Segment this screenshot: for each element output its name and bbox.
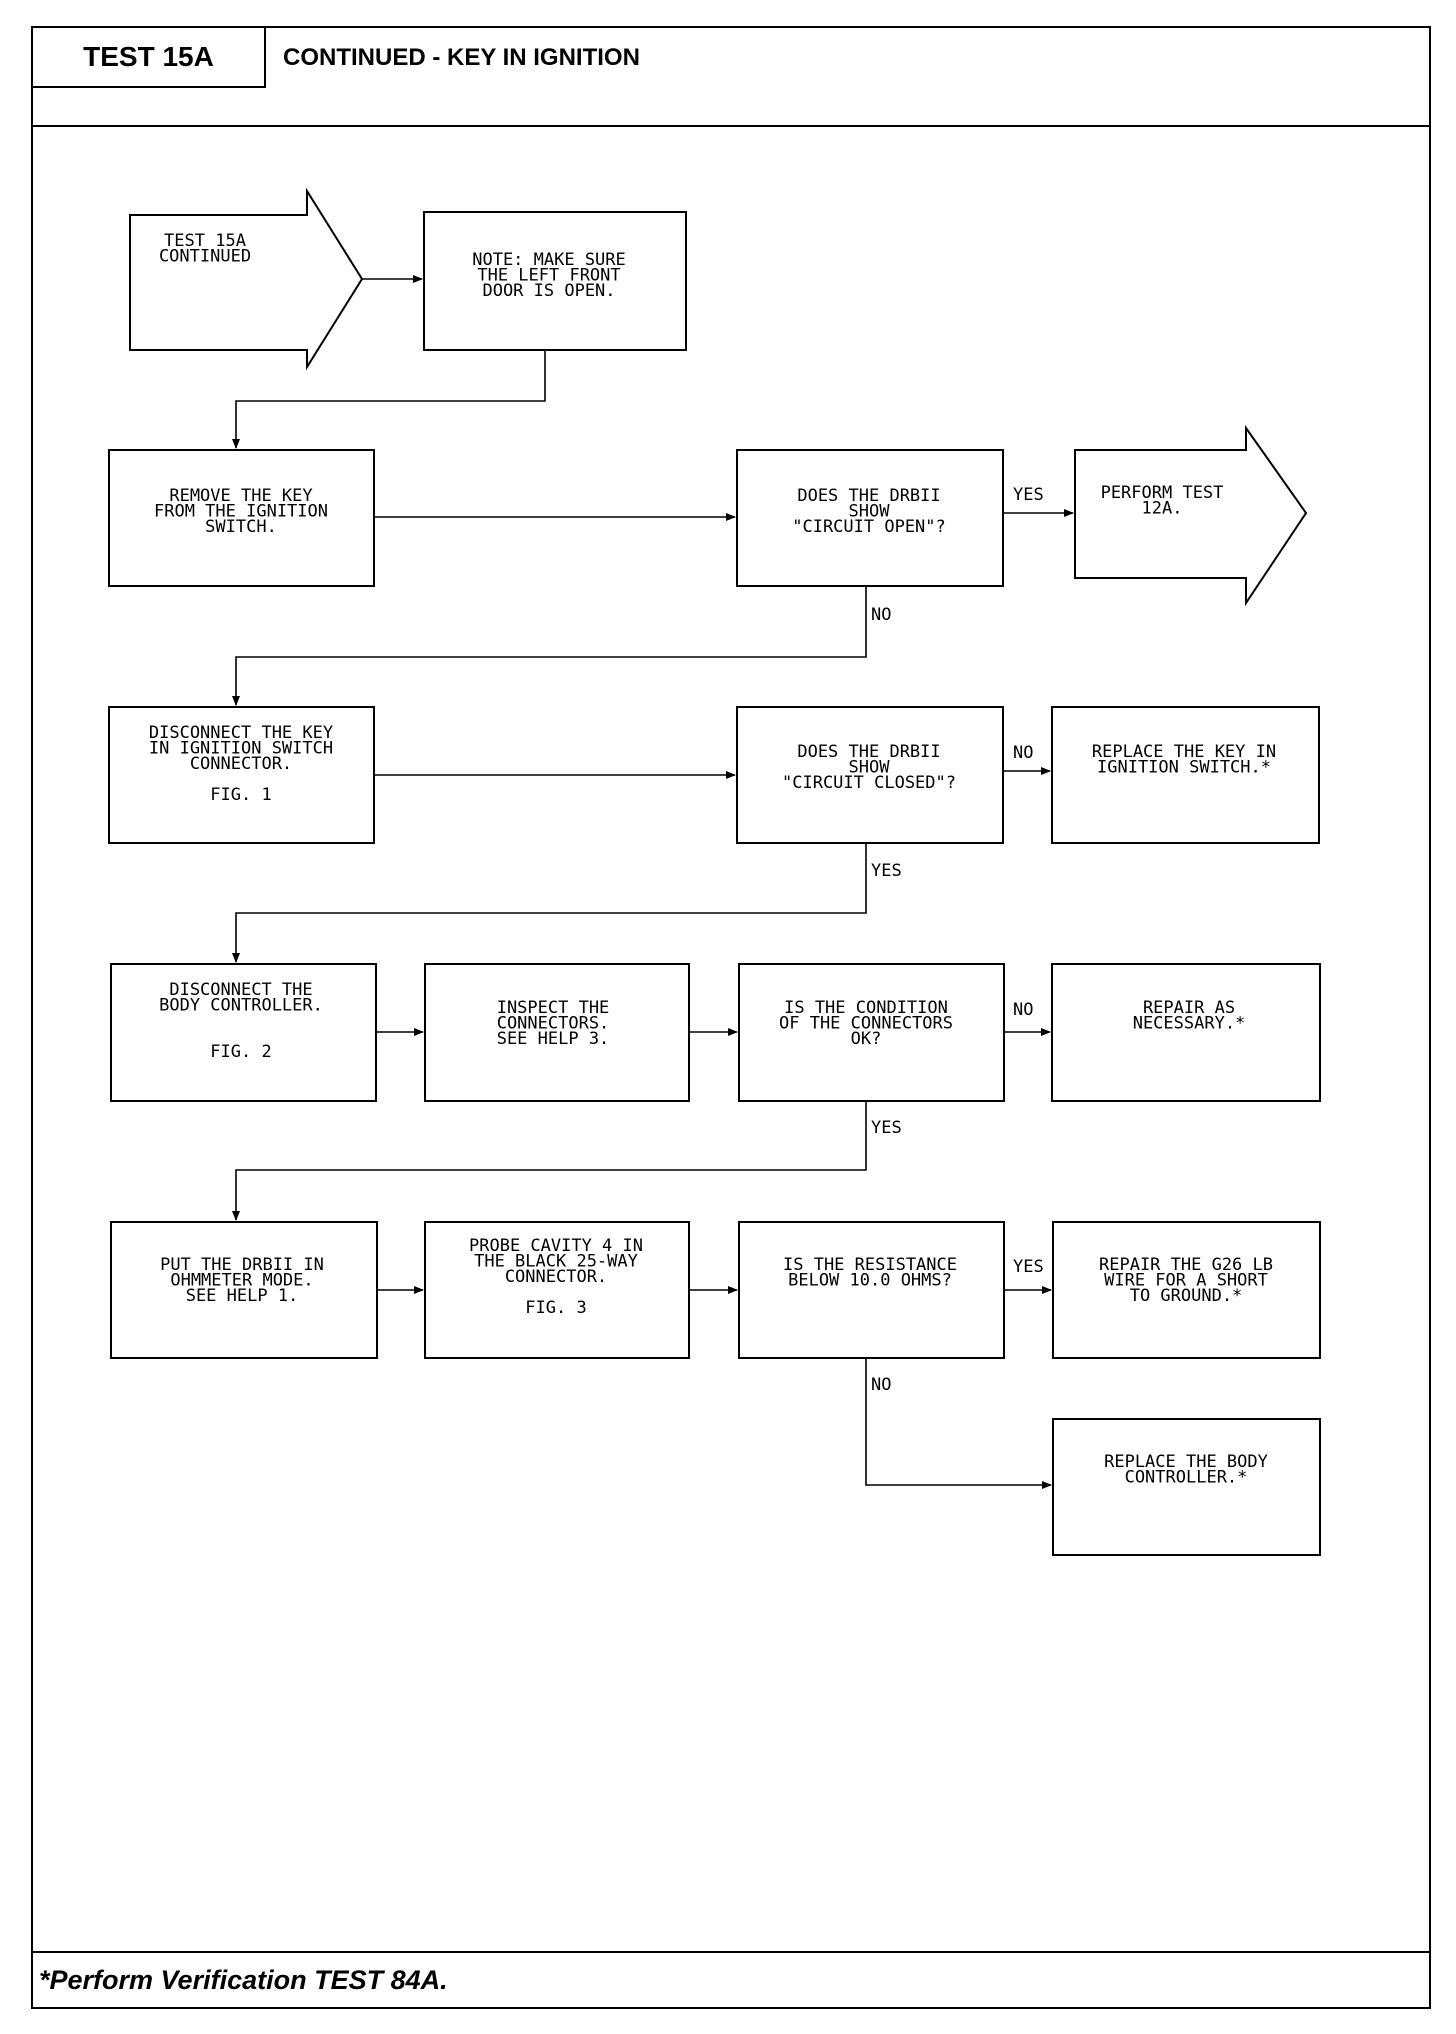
box-text-line: TEST 15A [164, 231, 246, 251]
connector-resistance-no [865, 1358, 1052, 1489]
box-text-line: DOES THE DRBII [797, 486, 940, 506]
box-text-line: FIG. 1 [210, 785, 271, 805]
connector-open-no [232, 586, 867, 706]
start-arrow-shape [129, 187, 364, 371]
box-text-line: FIG. 3 [525, 1298, 586, 1318]
box-text-line: CONNECTORS. [497, 1014, 610, 1034]
no-label-condition: NO [1013, 1000, 1033, 1020]
box-text-line: DOOR IS OPEN. [482, 281, 615, 301]
no-label-resistance: NO [871, 1375, 891, 1395]
verification-note: *Perform Verification TEST 84A. [39, 1965, 448, 1995]
page-frame: TEST 15A CONTINUED - KEY IN IGNITION *Pe… [31, 26, 1431, 2009]
box-text-line: DISCONNECT THE KEY [149, 723, 333, 743]
replace-switch-box [1051, 706, 1320, 844]
box-text-line: SHOW [849, 758, 891, 778]
box-text-line: THE BLACK 25-WAY [474, 1252, 638, 1272]
box-text-line: DOES THE DRBII [797, 742, 940, 762]
box-text-line: CONNECTOR. [505, 1267, 607, 1287]
box-text-line: REMOVE THE KEY [169, 486, 312, 506]
note-box [423, 211, 687, 351]
circuit-open-decision-box [736, 449, 1004, 587]
connector-closed-yes [232, 843, 867, 963]
header-bar: TEST 15A CONTINUED - KEY IN IGNITION [33, 28, 1429, 127]
remove-key-box [108, 449, 375, 587]
repair-wire-box [1052, 1221, 1321, 1359]
footer-bar: *Perform Verification TEST 84A. [33, 1951, 1429, 2007]
box-text-line: "CIRCUIT OPEN"? [792, 517, 946, 537]
box-text-line: 12A. [1142, 499, 1183, 519]
box-text-line: "CIRCUIT CLOSED"? [782, 773, 956, 793]
box-text-line: WIRE FOR A SHORT [1104, 1271, 1268, 1291]
box-text-line: BELOW 10.0 OHMS? [788, 1271, 952, 1291]
box-text-line: IGNITION SWITCH.* [1097, 758, 1271, 778]
no-label-closed: NO [1013, 743, 1033, 763]
box-text-line: OK? [851, 1029, 882, 1049]
box-text-line: OF THE CONNECTORS [779, 1014, 953, 1034]
box-text-line: INSPECT THE [497, 998, 610, 1018]
box-text-line: CONNECTOR. [190, 754, 292, 774]
connector-note-to-remove [232, 350, 546, 449]
replace-body-box [1052, 1418, 1321, 1556]
yes-label-open: YES [1013, 485, 1044, 505]
box-text-line: PERFORM TEST [1101, 483, 1224, 503]
no-label-open: NO [871, 605, 891, 625]
box-text-line: SHOW [849, 502, 891, 522]
yes-label-resistance: YES [1013, 1257, 1044, 1277]
box-text-line: OHMMETER MODE. [170, 1271, 313, 1291]
box-text-line: SWITCH. [205, 517, 277, 537]
box-text-line: IS THE CONDITION [784, 998, 948, 1018]
box-text-line: SEE HELP 3. [497, 1029, 610, 1049]
box-text-line: CONTINUED [159, 247, 251, 267]
yes-label-condition: YES [871, 1118, 902, 1138]
box-text-line: REPLACE THE BODY [1104, 1452, 1268, 1472]
box-text-line: IS THE RESISTANCE [783, 1255, 957, 1275]
box-text-line: CONTROLLER.* [1125, 1468, 1248, 1488]
box-text-line: PROBE CAVITY 4 IN [469, 1236, 643, 1256]
box-text-line: FIG. 2 [210, 1042, 271, 1062]
box-text-line: SEE HELP 1. [186, 1286, 299, 1306]
box-text-line: REPAIR THE G26 LB [1099, 1255, 1273, 1275]
circuit-closed-decision-box [736, 706, 1004, 844]
box-text-line: NECESSARY.* [1133, 1014, 1246, 1034]
box-text-line: DISCONNECT THE [169, 980, 312, 1000]
box-text-line: PUT THE DRBII IN [160, 1255, 324, 1275]
box-text-line: NOTE: MAKE SURE [472, 250, 626, 270]
box-text-line: REPAIR AS [1143, 998, 1235, 1018]
box-text-line: FROM THE IGNITION [154, 502, 328, 522]
box-text-line: THE LEFT FRONT [477, 266, 620, 286]
box-text-line: BODY CONTROLLER. [159, 996, 323, 1016]
repair-necessary-box [1051, 963, 1321, 1102]
test-id-label: TEST 15A [33, 28, 266, 88]
box-text-line: REPLACE THE KEY IN [1092, 742, 1276, 762]
yes-label-closed: YES [871, 861, 902, 881]
box-text-line: TO GROUND.* [1130, 1286, 1243, 1306]
perform-test-arrow-shape [1074, 424, 1308, 607]
test-title: CONTINUED - KEY IN IGNITION [283, 44, 640, 71]
connector-condition-yes [232, 1101, 867, 1221]
box-text-line: IN IGNITION SWITCH [149, 739, 333, 759]
